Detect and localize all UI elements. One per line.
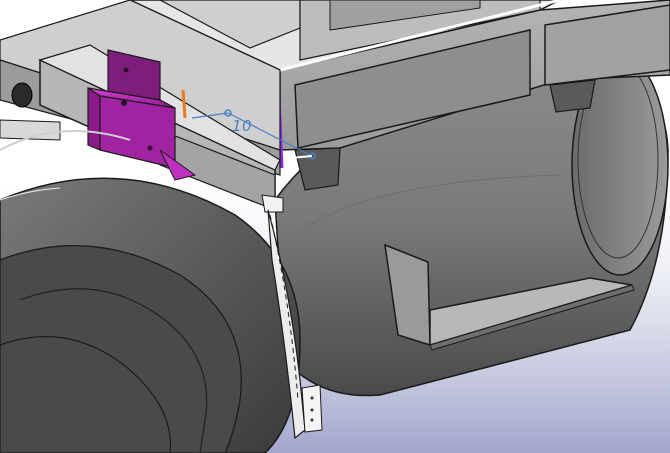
selected-edge-orange bbox=[181, 89, 187, 119]
tank-step-bracket[interactable] bbox=[384, 243, 635, 351]
bolt-icon bbox=[11, 82, 33, 108]
magenta-mount-bracket[interactable] bbox=[87, 49, 197, 181]
tire[interactable] bbox=[0, 130, 301, 453]
dimension-annotation[interactable] bbox=[191, 109, 316, 160]
cab-box[interactable] bbox=[129, 0, 670, 191]
fender-panel[interactable] bbox=[267, 209, 323, 440]
